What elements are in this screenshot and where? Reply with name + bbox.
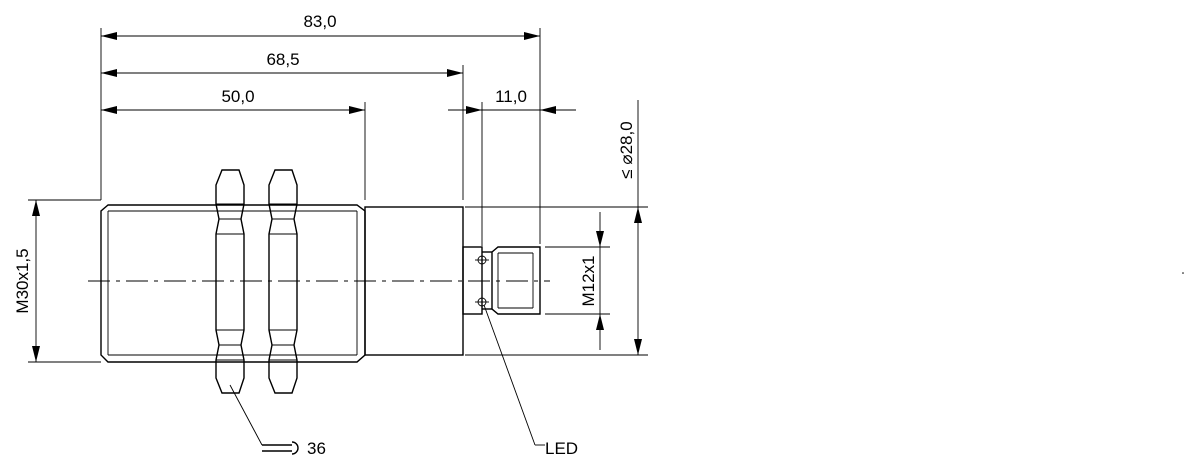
- led-callout: LED: [483, 304, 578, 458]
- extension-lines: [28, 28, 648, 363]
- led-label: LED: [545, 439, 578, 458]
- dimension-length-to-connector: 68,5: [101, 50, 463, 77]
- dimension-thread-length: 50,0: [101, 87, 365, 114]
- dimension-thread-size: M30x1,5: [13, 200, 40, 362]
- dimension-connector-length: 11,0: [448, 87, 576, 114]
- connector-thread-label: M12x1: [579, 255, 598, 306]
- led-indicator-bottom: [475, 297, 489, 307]
- stray-mark: [1182, 272, 1184, 274]
- wrench-size-label: 36: [307, 439, 326, 458]
- open-end-wrench-icon: [262, 441, 299, 455]
- length-to-connector-label: 68,5: [266, 50, 299, 69]
- threaded-barrel: [100, 204, 366, 363]
- connector-length-label: 11,0: [495, 87, 527, 106]
- dimension-connector-thread: M12x1: [579, 212, 604, 350]
- dimension-max-diameter: ≤ ⌀28,0: [617, 100, 642, 355]
- led-indicator-top: [475, 255, 489, 265]
- max-diameter-label: ≤ ⌀28,0: [617, 121, 636, 178]
- dimension-overall-length: 83,0: [101, 12, 540, 40]
- overall-length-label: 83,0: [303, 12, 336, 31]
- thread-length-label: 50,0: [221, 87, 254, 106]
- sensor-body: [100, 204, 541, 363]
- wrench-size-callout: 36: [229, 384, 326, 458]
- lock-nut-left: [215, 169, 245, 394]
- lock-nut-right: [268, 169, 298, 394]
- thread-size-label: M30x1,5: [13, 248, 32, 313]
- connector-base: [462, 246, 483, 315]
